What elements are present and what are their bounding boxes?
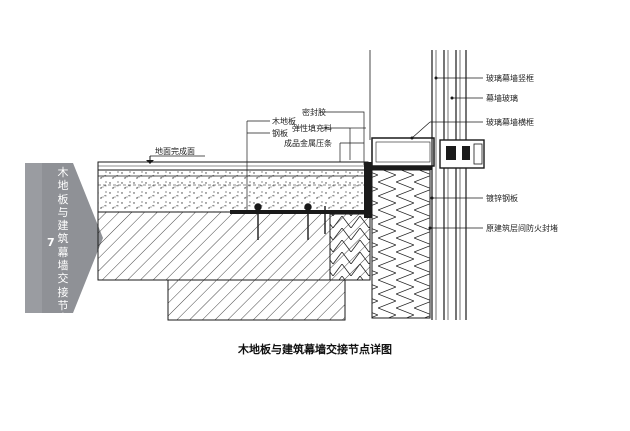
side-tab — [25, 163, 103, 313]
anchor-bolts — [254, 203, 326, 240]
side-title: 木地板与建筑幕墙交接节点 — [57, 166, 69, 326]
label-metal-trim: 成品金属压条 — [284, 139, 332, 148]
label-galvanized-steel: 镀锌钢板 — [486, 194, 518, 203]
label-glass-transom: 玻璃幕墙横框 — [486, 118, 534, 127]
label-floor-finish: 地面完成面 — [155, 147, 195, 156]
insulation-under-slab — [329, 213, 371, 281]
fire-seal-insulation — [371, 169, 431, 319]
label-fire-seal: 原建筑层间防火封堵 — [486, 224, 558, 233]
label-wood-floor: 木地板 — [272, 117, 296, 126]
label-steel-plate: 钢板 — [272, 129, 288, 138]
label-sealant: 密封胶 — [302, 108, 326, 117]
glass-transom — [371, 137, 435, 167]
screed-layer — [97, 169, 367, 213]
drawing-caption: 木地板与建筑幕墙交接节点详图 — [238, 343, 392, 356]
structural-slab — [97, 211, 371, 281]
sealant-strip — [364, 162, 372, 218]
label-elastic-filler: 弹性填充料 — [292, 124, 332, 133]
label-glass-mullion: 玻璃幕墙竖框 — [486, 74, 534, 83]
label-curtain-glass: 幕墙玻璃 — [486, 94, 518, 103]
galvanized-steel-plate — [372, 165, 432, 170]
curtain-wall-mullion — [369, 50, 467, 320]
side-number: 7 — [47, 236, 55, 249]
steel-plate-bar — [230, 210, 368, 214]
